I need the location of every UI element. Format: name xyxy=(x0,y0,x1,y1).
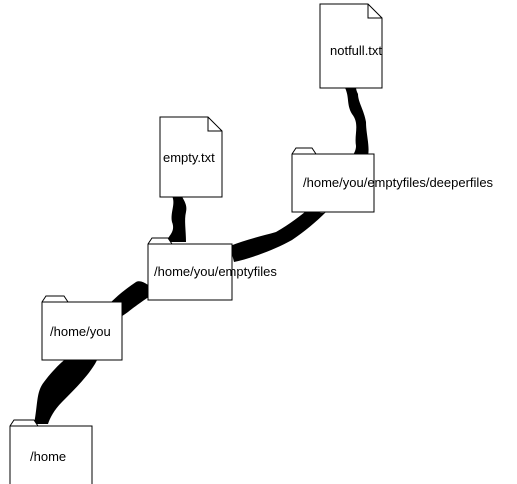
branch-emptyfiles-deeperfiles xyxy=(230,208,326,262)
file-empty: empty.txt xyxy=(159,116,223,198)
folder-icon xyxy=(147,237,233,301)
branch-deeperfiles-notfull xyxy=(344,86,369,156)
file-notfull: notfull.txt xyxy=(319,3,383,89)
folder-label: /home/you xyxy=(50,324,111,339)
tree-branches xyxy=(34,86,369,424)
folder-label: /home/you/emptyfiles xyxy=(154,264,277,279)
branch-emptyfiles-empty xyxy=(166,196,187,242)
page-fold xyxy=(367,4,382,19)
document-icon xyxy=(319,3,383,89)
folder-you: /home/you xyxy=(41,295,123,361)
document-icon xyxy=(159,116,223,198)
branch-home-you xyxy=(34,349,98,424)
folder-deeperfiles: /home/you/emptyfiles/deeperfiles xyxy=(291,147,494,213)
folder-label: /home/you/emptyfiles/deeperfiles xyxy=(303,175,494,190)
folder-icon xyxy=(291,147,375,213)
file-label: empty.txt xyxy=(163,150,215,165)
folder-emptyfiles: /home/you/emptyfiles xyxy=(147,237,277,301)
folder-label: /home xyxy=(30,449,66,464)
file-label: notfull.txt xyxy=(330,43,382,58)
page-fold xyxy=(207,117,222,132)
folder-icon xyxy=(41,295,123,361)
folder-home: /home xyxy=(9,419,93,484)
